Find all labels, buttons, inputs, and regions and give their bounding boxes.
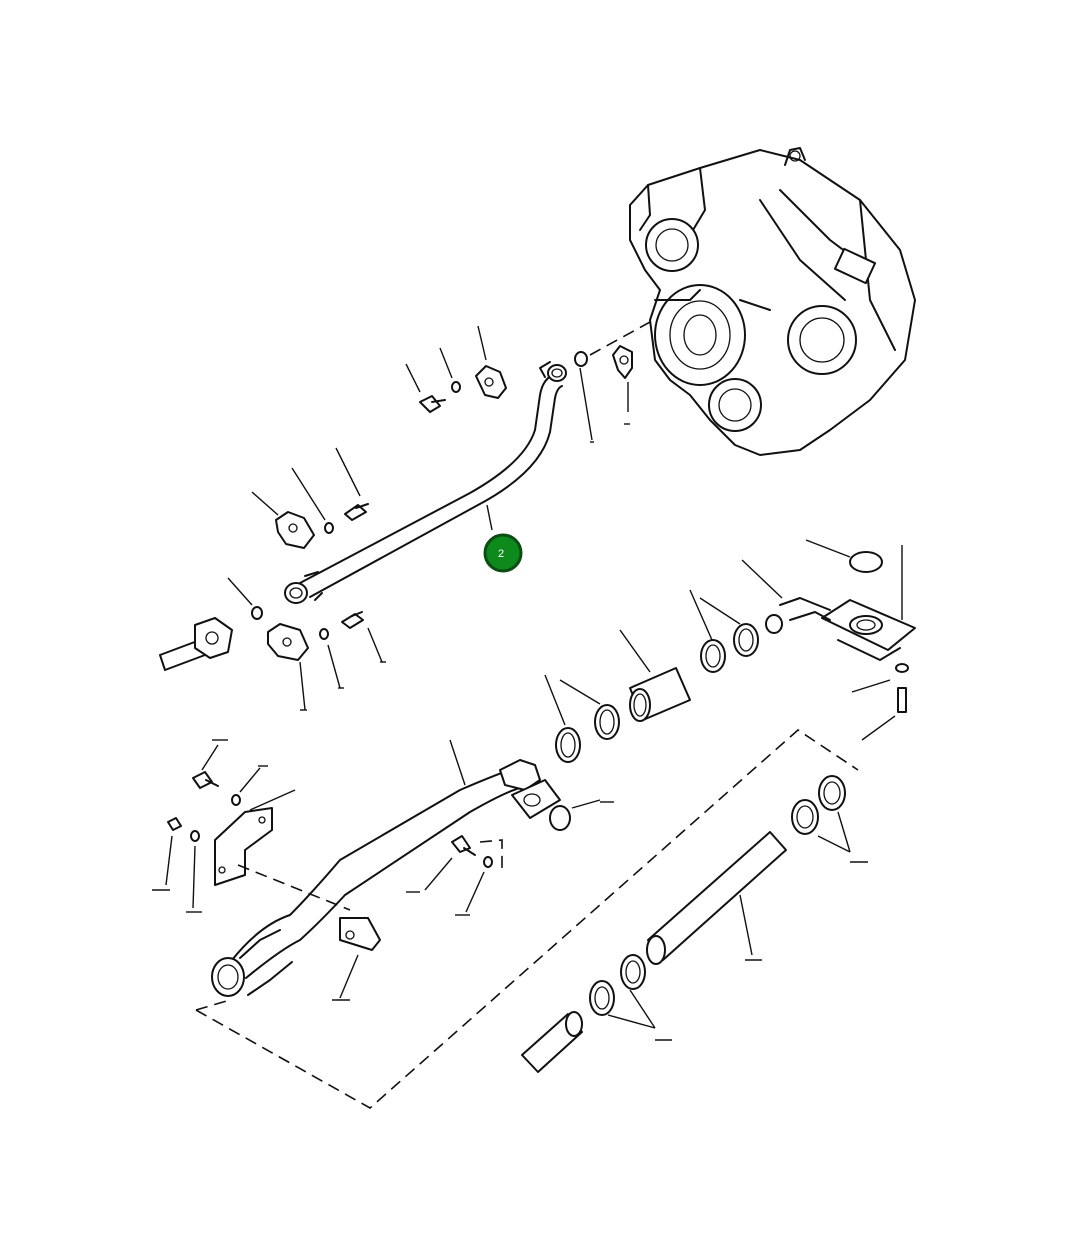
transmission-housing — [629, 147, 916, 456]
lower-long-tube — [211, 739, 601, 997]
callout-bubble-2[interactable]: 2 — [483, 533, 523, 573]
leader-ticks — [152, 423, 868, 1041]
upper-oil-tube — [284, 361, 567, 604]
lower-tube-fittings — [159, 447, 383, 711]
upper-fittings — [405, 321, 651, 441]
bracket-hardware — [165, 744, 503, 999]
callout-label: 2 — [498, 548, 504, 560]
alternate-hose-kit — [195, 728, 859, 1109]
right-hose-assembly — [544, 539, 916, 763]
